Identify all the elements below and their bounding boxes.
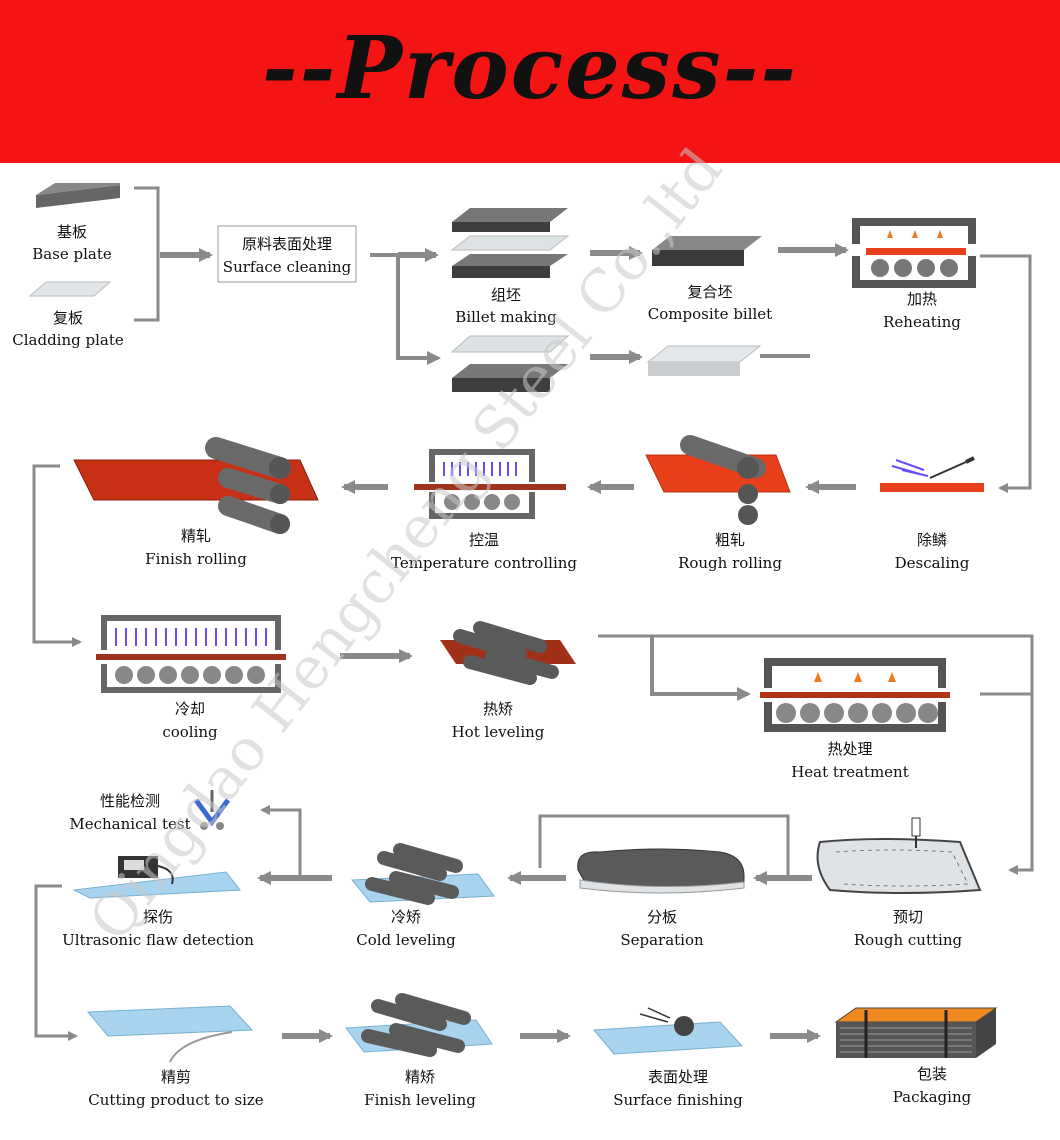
reheating-en: Reheating (883, 313, 961, 331)
rough-cutting-zh: 预切 (893, 908, 923, 926)
billet-stack-icon (450, 208, 570, 278)
connector-separation-bypass (538, 814, 790, 878)
arrow-to-cooling (32, 464, 82, 647)
reheating-furnace-icon (852, 218, 976, 288)
composite-billet-lower-icon (646, 345, 762, 376)
merge-bracket (134, 186, 160, 322)
finish-rolling-en: Finish rolling (145, 550, 247, 568)
base-plate-en: Base plate (32, 245, 112, 263)
cladding-plate-icon (28, 281, 112, 297)
rough-rolling-zh: 粗轧 (715, 531, 745, 549)
banner-title: --Process-- (261, 18, 799, 119)
rough-cutting-en: Rough cutting (854, 931, 963, 949)
mechanical-test-icon (193, 790, 231, 830)
finish-rolling-zh: 精轧 (181, 527, 211, 545)
base-plate-icon (36, 183, 120, 208)
descaling-en: Descaling (895, 554, 970, 572)
cooling-en: cooling (162, 723, 218, 741)
composite-billet-icon (652, 236, 762, 266)
cutting-to-size-icon (86, 1005, 254, 1063)
cold-leveling-icon (350, 843, 495, 905)
flaw-detection-en: Ultrasonic flaw detection (62, 931, 254, 949)
packaging-icon (834, 1007, 998, 1058)
flaw-detection-zh: 探伤 (143, 908, 173, 926)
surface-cleaning-box (217, 225, 357, 283)
heat-treatment-en: Heat treatment (791, 763, 909, 781)
rough-cutting-icon (816, 817, 982, 894)
mechanical-test-zh: 性能检测 (100, 792, 160, 810)
surface-cleaning-en: Surface cleaning (223, 258, 352, 276)
cutting-to-size-zh: 精剪 (161, 1068, 191, 1086)
packaging-en: Packaging (893, 1088, 972, 1106)
title-banner: --Process-- (0, 0, 1060, 163)
cold-leveling-zh: 冷矫 (391, 908, 421, 926)
hot-leveling-icon (440, 621, 576, 685)
finish-leveling-icon (345, 993, 493, 1057)
heat-treatment-zh: 热处理 (827, 740, 872, 758)
rough-rolling-en: Rough rolling (678, 554, 782, 572)
watermark: Qingdao Hengcheng Steel Co.,ltd (75, 136, 735, 954)
arrow-to-heat-treatment (650, 636, 751, 701)
surface-cleaning-zh: 原料表面处理 (242, 235, 332, 253)
finish-leveling-zh: 精矫 (405, 1068, 435, 1086)
composite-billet-zh: 复合坯 (687, 283, 732, 301)
surface-finishing-icon (592, 1007, 744, 1055)
packaging-zh: 包装 (917, 1065, 947, 1083)
descaling-icon (880, 456, 984, 492)
arrow-branch-lower (370, 253, 441, 365)
descaling-zh: 除鳞 (917, 531, 947, 549)
hot-leveling-zh: 热矫 (483, 700, 513, 718)
temperature-control-icon (414, 449, 566, 519)
heat-treatment-icon (760, 658, 950, 732)
billet-making-zh: 组坯 (491, 286, 521, 304)
cladding-plate-en: Cladding plate (12, 331, 124, 349)
cutting-to-size-en: Cutting product to size (88, 1091, 264, 1109)
arrow-to-cutting (34, 884, 78, 1041)
cooling-icon (96, 615, 286, 693)
cooling-zh: 冷却 (175, 700, 205, 718)
cladding-plate-zh: 复板 (53, 309, 83, 327)
finish-rolling-icon (73, 437, 319, 534)
arrow-to-descaling (980, 254, 1032, 493)
composite-billet-en: Composite billet (648, 305, 772, 323)
surface-finishing-zh: 表面处理 (648, 1068, 708, 1086)
temperature-control-en: Temperature controlling (391, 554, 577, 572)
arrow-to-mechanical-test (260, 805, 302, 878)
reheating-zh: 加热 (907, 290, 937, 308)
flaw-detection-icon (72, 856, 241, 899)
hot-leveling-en: Hot leveling (452, 723, 545, 741)
temperature-control-zh: 控温 (469, 531, 499, 549)
separation-icon (577, 848, 745, 894)
billet-making-en: Billet making (455, 308, 557, 326)
surface-finishing-en: Surface finishing (613, 1091, 743, 1109)
mechanical-test-en: Mechanical test (69, 815, 190, 833)
separation-en: Separation (620, 931, 704, 949)
billet-stack-lower-icon (450, 335, 570, 392)
base-plate-zh: 基板 (57, 223, 87, 241)
separation-zh: 分板 (647, 908, 677, 926)
arrow-bypass-to-rough-cutting (598, 634, 1034, 875)
cold-leveling-en: Cold leveling (356, 931, 456, 949)
finish-leveling-en: Finish leveling (364, 1091, 476, 1109)
rough-rolling-icon (645, 435, 791, 525)
